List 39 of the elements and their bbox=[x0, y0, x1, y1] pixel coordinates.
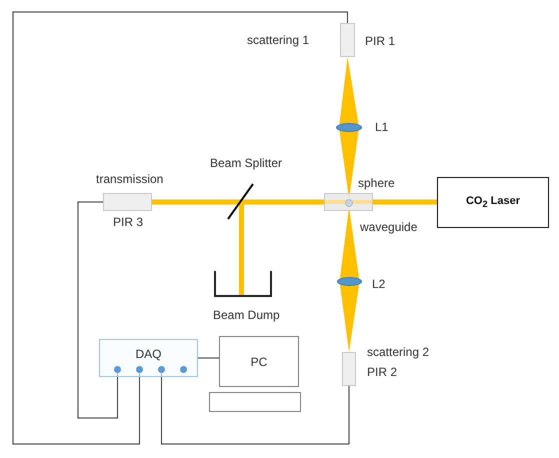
connector-port bbox=[114, 366, 121, 373]
laser-beam bbox=[239, 202, 244, 296]
laser-box bbox=[437, 177, 549, 228]
laser-beam bbox=[373, 200, 437, 204]
detector-box bbox=[340, 23, 355, 57]
daq-box bbox=[99, 339, 198, 377]
detector-box bbox=[103, 193, 152, 211]
component-label: waveguide bbox=[360, 220, 418, 234]
lens bbox=[336, 123, 362, 132]
component-label: scattering 2 bbox=[367, 345, 430, 359]
box-label: PC bbox=[250, 354, 268, 368]
beam-splitter bbox=[227, 183, 254, 220]
keyboard-box bbox=[209, 392, 301, 412]
waveguide-box bbox=[324, 193, 373, 211]
component-label: PIR 2 bbox=[367, 365, 398, 379]
beam-dump bbox=[214, 271, 272, 297]
connector-port bbox=[136, 366, 143, 373]
component-label: scattering 1 bbox=[247, 33, 310, 47]
component-label: L1 bbox=[375, 120, 388, 134]
signal-wire bbox=[161, 372, 350, 444]
connector-port bbox=[158, 366, 165, 373]
detector-box bbox=[342, 352, 356, 386]
signal-wire bbox=[78, 202, 118, 418]
component-label: Beam Splitter bbox=[210, 156, 282, 170]
lens bbox=[337, 277, 362, 286]
sphere bbox=[345, 199, 353, 207]
laser-beam bbox=[152, 200, 240, 204]
laser-beam bbox=[240, 200, 324, 204]
component-label: transmission bbox=[96, 172, 164, 186]
component-label: PIR 1 bbox=[365, 34, 396, 48]
component-label: PIR 3 bbox=[113, 215, 144, 229]
box-label: CO$_{2}$ Laser bbox=[466, 195, 520, 210]
component-label: L2 bbox=[372, 277, 386, 291]
box-label: DAQ bbox=[135, 347, 162, 361]
computer-box bbox=[219, 336, 299, 387]
component-label: sphere bbox=[358, 176, 395, 190]
connector-port bbox=[180, 366, 187, 373]
component-label: Beam Dump bbox=[213, 308, 280, 322]
light-cone bbox=[340, 282, 360, 352]
